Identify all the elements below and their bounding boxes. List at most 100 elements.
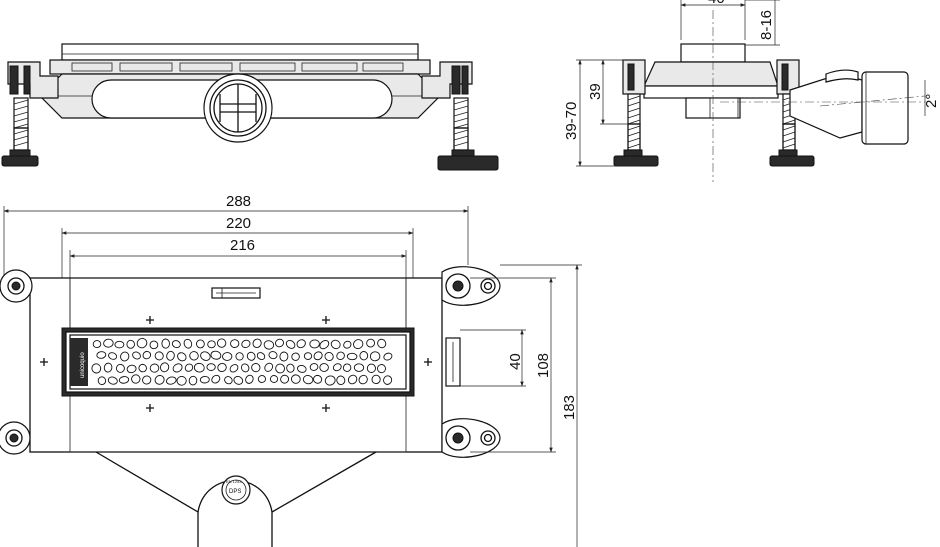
pebble-opening bbox=[269, 375, 279, 383]
pebble-opening bbox=[291, 352, 300, 361]
pebble-opening bbox=[126, 364, 137, 374]
pebble-opening bbox=[263, 340, 275, 350]
pebble-opening bbox=[275, 338, 284, 348]
corner-mount-bottom-right bbox=[441, 418, 501, 458]
pebble-opening bbox=[118, 376, 130, 384]
pebble-opening bbox=[343, 340, 352, 349]
pebble-opening bbox=[229, 364, 239, 373]
pebble-opening bbox=[103, 338, 114, 348]
pebble-opening bbox=[149, 363, 160, 373]
pebble-opening bbox=[126, 339, 135, 349]
pebble-opening bbox=[103, 362, 113, 373]
pebble-opening bbox=[377, 364, 386, 374]
pebble-opening bbox=[108, 352, 118, 360]
pebble-opening bbox=[347, 374, 358, 385]
pebble-opening bbox=[172, 363, 183, 373]
pebble-opening bbox=[279, 351, 289, 362]
pebble-pattern bbox=[91, 337, 393, 386]
pebble-opening bbox=[241, 339, 251, 349]
pebble-opening bbox=[303, 352, 313, 360]
pebble-opening bbox=[149, 340, 159, 350]
pebble-opening bbox=[257, 375, 266, 383]
pebble-opening bbox=[383, 352, 393, 361]
pebble-opening bbox=[377, 338, 387, 349]
pebble-opening bbox=[224, 376, 233, 385]
pebble-opening bbox=[142, 350, 152, 360]
drain-grate: unicoquio bbox=[61, 327, 415, 397]
corner-mount-top-right bbox=[441, 266, 501, 306]
seal-ring-text: EN 1253 bbox=[226, 479, 242, 484]
pebble-opening bbox=[313, 374, 323, 384]
pebble-opening bbox=[107, 376, 118, 385]
pebble-opening bbox=[161, 338, 170, 349]
pebble-opening bbox=[366, 338, 376, 348]
pebble-opening bbox=[131, 374, 141, 384]
pebble-opening bbox=[166, 376, 177, 385]
corner-mount-top-left bbox=[0, 269, 33, 303]
pebble-opening bbox=[246, 351, 256, 361]
pebble-opening bbox=[275, 363, 285, 374]
pebble-opening bbox=[177, 352, 187, 362]
dim-label-slope: 2° bbox=[923, 94, 940, 108]
pebble-opening bbox=[96, 351, 107, 359]
pebble-opening bbox=[91, 363, 102, 374]
pebble-opening bbox=[199, 375, 210, 384]
pebble-opening bbox=[120, 351, 130, 362]
dim-label-216: 216 bbox=[230, 237, 255, 254]
pebble-opening bbox=[324, 351, 334, 362]
pebble-opening bbox=[290, 374, 301, 384]
pebble-opening bbox=[235, 352, 244, 361]
dim-label-40: 40 bbox=[708, 0, 725, 7]
pebble-opening bbox=[297, 364, 307, 373]
pebble-opening bbox=[166, 350, 175, 361]
left-leveling-foot bbox=[1, 97, 39, 167]
pebble-opening bbox=[342, 363, 352, 372]
pebble-opening bbox=[264, 362, 274, 372]
pebble-opening bbox=[230, 339, 240, 348]
plan-view: 288 220 216 bbox=[0, 193, 582, 547]
dim-label-40-plan: 40 bbox=[507, 353, 524, 370]
pebble-opening bbox=[336, 375, 346, 386]
pebble-opening bbox=[371, 374, 381, 385]
pebble-opening bbox=[211, 374, 221, 384]
dim-label-108: 108 bbox=[535, 353, 552, 378]
pebble-opening bbox=[222, 352, 233, 361]
pebble-opening bbox=[207, 340, 216, 349]
dim-label-288: 288 bbox=[226, 193, 251, 210]
pebble-opening bbox=[200, 351, 211, 361]
pebble-opening bbox=[313, 351, 323, 361]
dim-label-39: 39 bbox=[587, 83, 604, 100]
pebble-opening bbox=[332, 363, 342, 372]
pebble-opening bbox=[114, 340, 125, 349]
pebble-opening bbox=[233, 375, 244, 385]
pebble-opening bbox=[324, 375, 336, 386]
pebble-opening bbox=[358, 374, 368, 385]
pebble-opening bbox=[217, 363, 227, 372]
pebble-opening bbox=[206, 363, 216, 371]
pebble-opening bbox=[92, 340, 102, 349]
pebble-opening bbox=[285, 339, 296, 349]
pebble-opening bbox=[296, 339, 306, 349]
pebble-opening bbox=[369, 351, 381, 362]
pebble-opening bbox=[188, 375, 198, 386]
pebble-opening bbox=[268, 351, 278, 360]
grate-brand-label: unicoquio bbox=[80, 352, 86, 378]
pebble-opening bbox=[346, 352, 358, 361]
pebble-opening bbox=[184, 363, 194, 372]
pebble-opening bbox=[176, 375, 187, 386]
side-elevation-view: 40 8-16 bbox=[563, 0, 940, 182]
pebble-opening bbox=[115, 363, 125, 373]
pebble-opening bbox=[319, 340, 330, 350]
corner-mount-bottom-left bbox=[0, 421, 31, 455]
pebble-opening bbox=[216, 338, 227, 348]
pebble-opening bbox=[138, 363, 147, 373]
pebble-opening bbox=[252, 338, 262, 348]
pebble-opening bbox=[142, 375, 152, 385]
pebble-opening bbox=[359, 351, 369, 361]
pebble-opening bbox=[309, 339, 320, 349]
pebble-opening bbox=[319, 363, 329, 372]
pebble-opening bbox=[183, 338, 193, 349]
pebble-opening bbox=[193, 362, 205, 373]
dim-label-183: 183 bbox=[561, 395, 578, 420]
pebble-opening bbox=[160, 362, 170, 373]
